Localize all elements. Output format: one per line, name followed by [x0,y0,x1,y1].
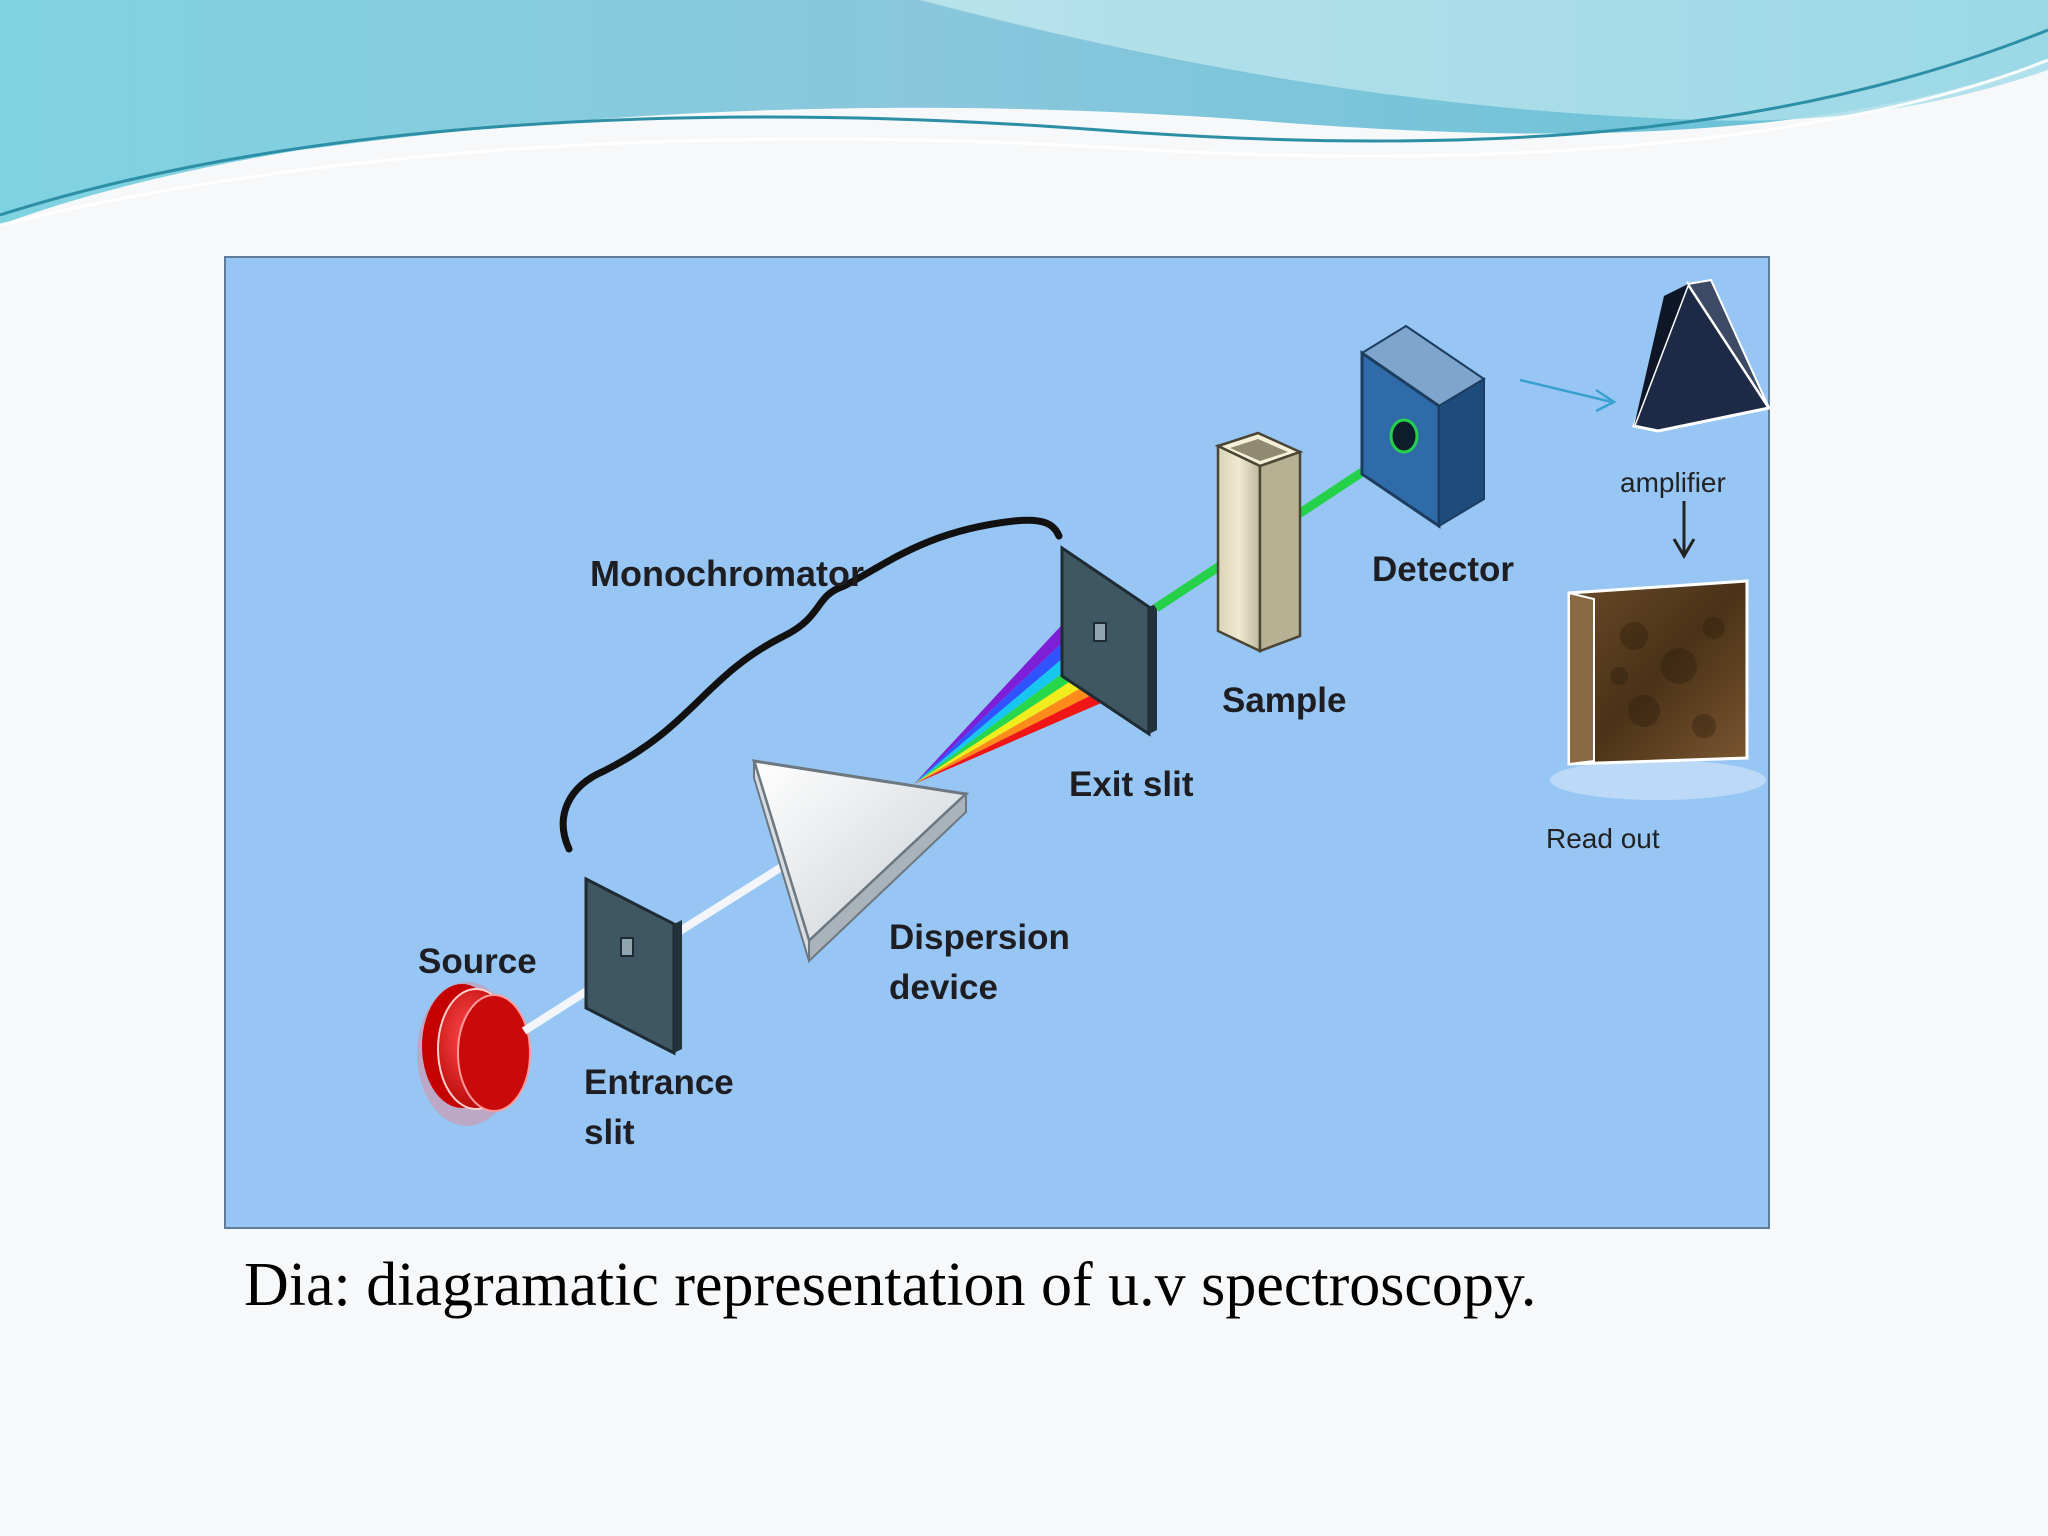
white-light-beam-2 [669,852,802,940]
label-entrance-slit-2: slit [584,1113,635,1152]
monochromator-brace [559,516,1063,853]
down-arrowhead [1672,538,1696,559]
label-monochromator: Monochromator [590,553,864,594]
spectrum-band [914,656,1118,784]
sample-cuvette [1214,431,1304,653]
label-entrance-slit-1: Entrance [584,1063,734,1102]
label-dispersion-2: device [889,968,998,1007]
exit-slit [1060,545,1157,737]
spectrum-band [914,614,1082,784]
source-lamp [417,982,531,1126]
slide-caption: Dia: diagramatic representation of u.v s… [244,1251,1537,1319]
label-exit-slit: Exit slit [1069,765,1194,804]
uv-spectroscopy-diagram: Monochromator Source Entrance slit Dispe… [224,256,1770,1229]
spectrum-fan [914,614,1136,784]
signal-arrowhead [1595,388,1617,413]
detector [1360,324,1486,529]
spectrum-band [914,677,1136,784]
amplifier [1631,278,1770,433]
label-detector: Detector [1372,550,1514,589]
label-dispersion-1: Dispersion [889,918,1070,957]
label-amplifier: amplifier [1620,467,1726,498]
label-sample: Sample [1222,681,1347,720]
spectrum-band [914,666,1127,784]
header-wave-decoration [0,0,2048,227]
label-source: Source [418,942,537,981]
entrance-slit [584,876,682,1056]
label-read-out: Read out [1546,823,1660,854]
spectrum-band [914,645,1109,784]
spectrum-band [914,635,1100,784]
dispersion-prism [751,759,970,964]
spectrum-band [914,624,1091,784]
signal-arrow [1519,378,1613,404]
read-out-display [1550,579,1766,800]
